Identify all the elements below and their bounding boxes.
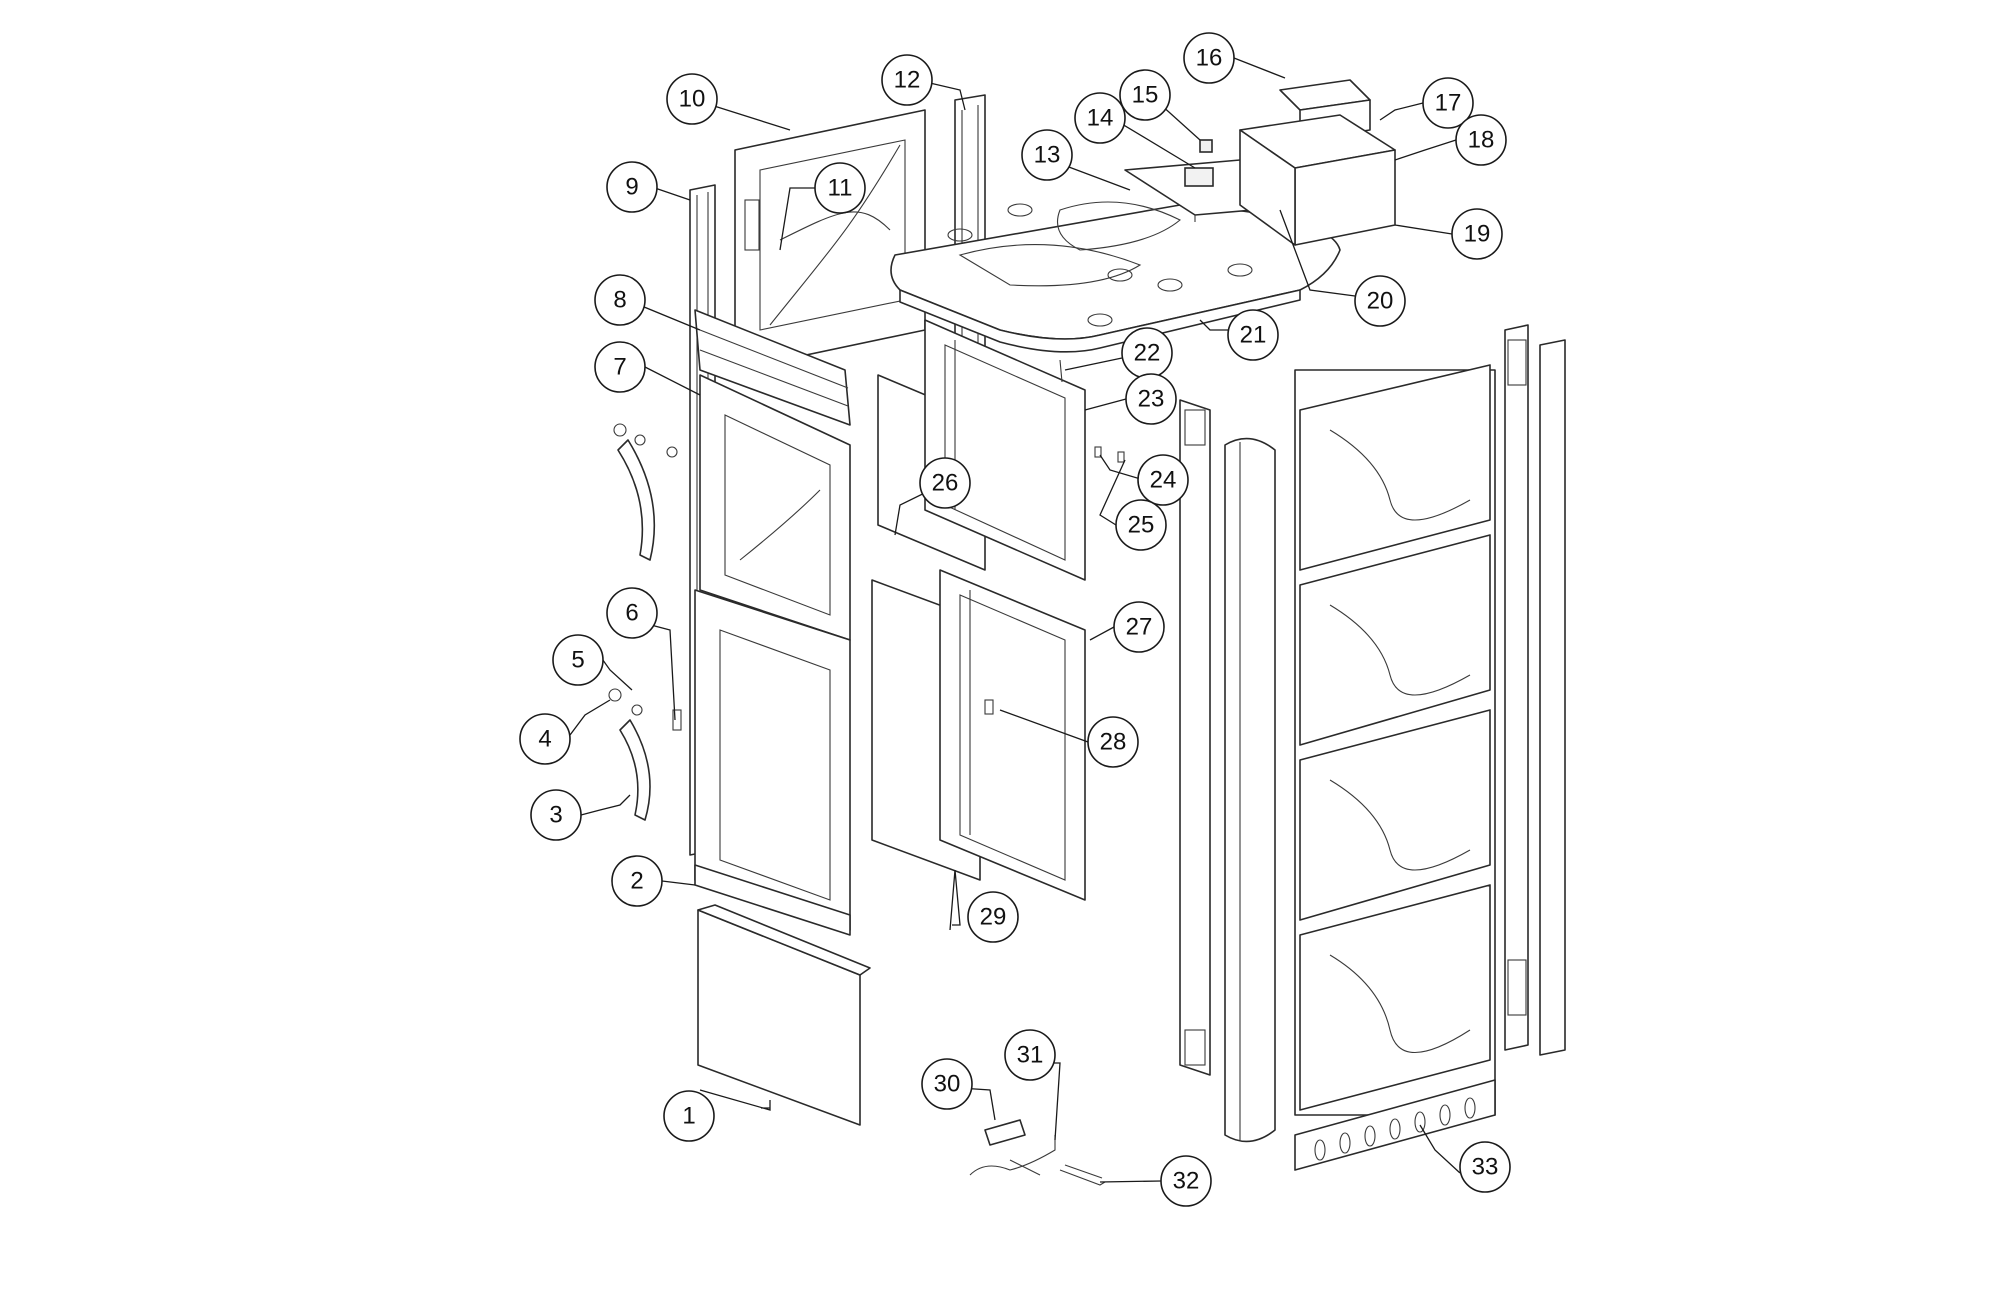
callout-10: 10 [666, 73, 718, 125]
callout-11: 11 [814, 162, 866, 214]
callout-17: 17 [1422, 77, 1474, 129]
callout-label: 20 [1367, 288, 1394, 315]
side-panel-box-1 [1299, 364, 1491, 571]
lower-door-handle [608, 688, 682, 821]
callout-21: 21 [1227, 309, 1279, 361]
callout-30: 30 [921, 1058, 973, 1110]
callout-9: 9 [606, 161, 658, 213]
small-clips [984, 359, 1125, 715]
callout-26: 26 [919, 457, 971, 509]
remote-control [984, 1119, 1026, 1146]
hex-key [1059, 1164, 1106, 1186]
upper-inner-frame [924, 319, 1086, 581]
side-wall-panel [1294, 364, 1496, 1116]
callout-label: 8 [613, 287, 626, 314]
callout-label: 7 [613, 354, 626, 381]
callout-label: 18 [1468, 127, 1495, 154]
callout-label: 16 [1196, 45, 1223, 72]
ash-drawer [697, 904, 871, 1126]
callout-23: 23 [1125, 373, 1177, 425]
callout-label: 32 [1173, 1168, 1200, 1195]
callout-label: 17 [1435, 90, 1462, 117]
callout-1: 1 [663, 1090, 715, 1142]
side-panel-box-2 [1299, 534, 1491, 746]
callout-33: 33 [1459, 1141, 1511, 1193]
callout-4: 4 [519, 713, 571, 765]
side-panel-box-3 [1299, 709, 1491, 921]
callout-label: 5 [571, 647, 584, 674]
round-front-column [1224, 437, 1276, 1143]
callout-label: 11 [828, 175, 853, 202]
lower-door-frame [694, 589, 851, 936]
right-rail [1504, 324, 1566, 1056]
callout-label: 19 [1464, 221, 1491, 248]
callout-31: 31 [1004, 1029, 1056, 1081]
upper-door-handle [613, 423, 678, 561]
callout-label: 28 [1100, 729, 1127, 756]
callout-7: 7 [594, 341, 646, 393]
cable-with-brush [969, 1135, 1056, 1176]
callout-label: 29 [980, 904, 1007, 931]
callout-label: 31 [1017, 1042, 1044, 1069]
callout-label: 10 [679, 86, 706, 113]
callout-label: 14 [1087, 105, 1114, 132]
callout-18: 18 [1455, 114, 1507, 166]
callout-16: 16 [1183, 32, 1235, 84]
bolt-4 [608, 688, 622, 702]
callout-label: 15 [1132, 82, 1159, 109]
callout-20: 20 [1354, 275, 1406, 327]
callout-label: 25 [1128, 512, 1155, 539]
callout-label: 2 [630, 868, 643, 895]
callout-19: 19 [1451, 208, 1503, 260]
callout-label: 26 [932, 470, 959, 497]
callout-label: 24 [1150, 467, 1177, 494]
callout-22: 22 [1121, 327, 1173, 379]
callout-label: 27 [1126, 614, 1153, 641]
side-strip [1179, 399, 1211, 1076]
side-panel-box-4 [1299, 884, 1491, 1111]
callout-32: 32 [1160, 1155, 1212, 1207]
callout-25: 25 [1115, 499, 1167, 551]
callout-label: 9 [625, 174, 638, 201]
callout-label: 22 [1134, 340, 1161, 367]
callout-5: 5 [552, 634, 604, 686]
bottom-grille [1294, 1079, 1496, 1171]
top-clip [1199, 139, 1213, 153]
pin-6 [672, 709, 682, 731]
upper-trim-bars [694, 309, 851, 426]
callout-12: 12 [881, 54, 933, 106]
callout-label: 1 [682, 1103, 695, 1130]
callout-label: 23 [1138, 386, 1165, 413]
callout-8: 8 [594, 274, 646, 326]
callout-label: 4 [538, 726, 551, 753]
top-handle [1184, 167, 1214, 187]
callout-label: 3 [549, 802, 562, 829]
callout-13: 13 [1021, 129, 1073, 181]
callout-15: 15 [1119, 69, 1171, 121]
callout-2: 2 [611, 855, 663, 907]
callout-3: 3 [530, 789, 582, 841]
callout-6: 6 [606, 587, 658, 639]
callout-label: 6 [625, 600, 638, 627]
callout-label: 21 [1240, 322, 1267, 349]
callout-27: 27 [1113, 601, 1165, 653]
back-panel [734, 109, 926, 371]
washer-5 [631, 704, 643, 716]
callout-label: 13 [1034, 142, 1061, 169]
callout-28: 28 [1087, 716, 1139, 768]
lower-inner-frame [939, 569, 1086, 901]
callout-label: 12 [894, 67, 921, 94]
callout-label: 33 [1472, 1154, 1499, 1181]
callout-14: 14 [1074, 92, 1126, 144]
callout-29: 29 [967, 891, 1019, 943]
callout-24: 24 [1137, 454, 1189, 506]
callout-label: 30 [934, 1071, 961, 1098]
